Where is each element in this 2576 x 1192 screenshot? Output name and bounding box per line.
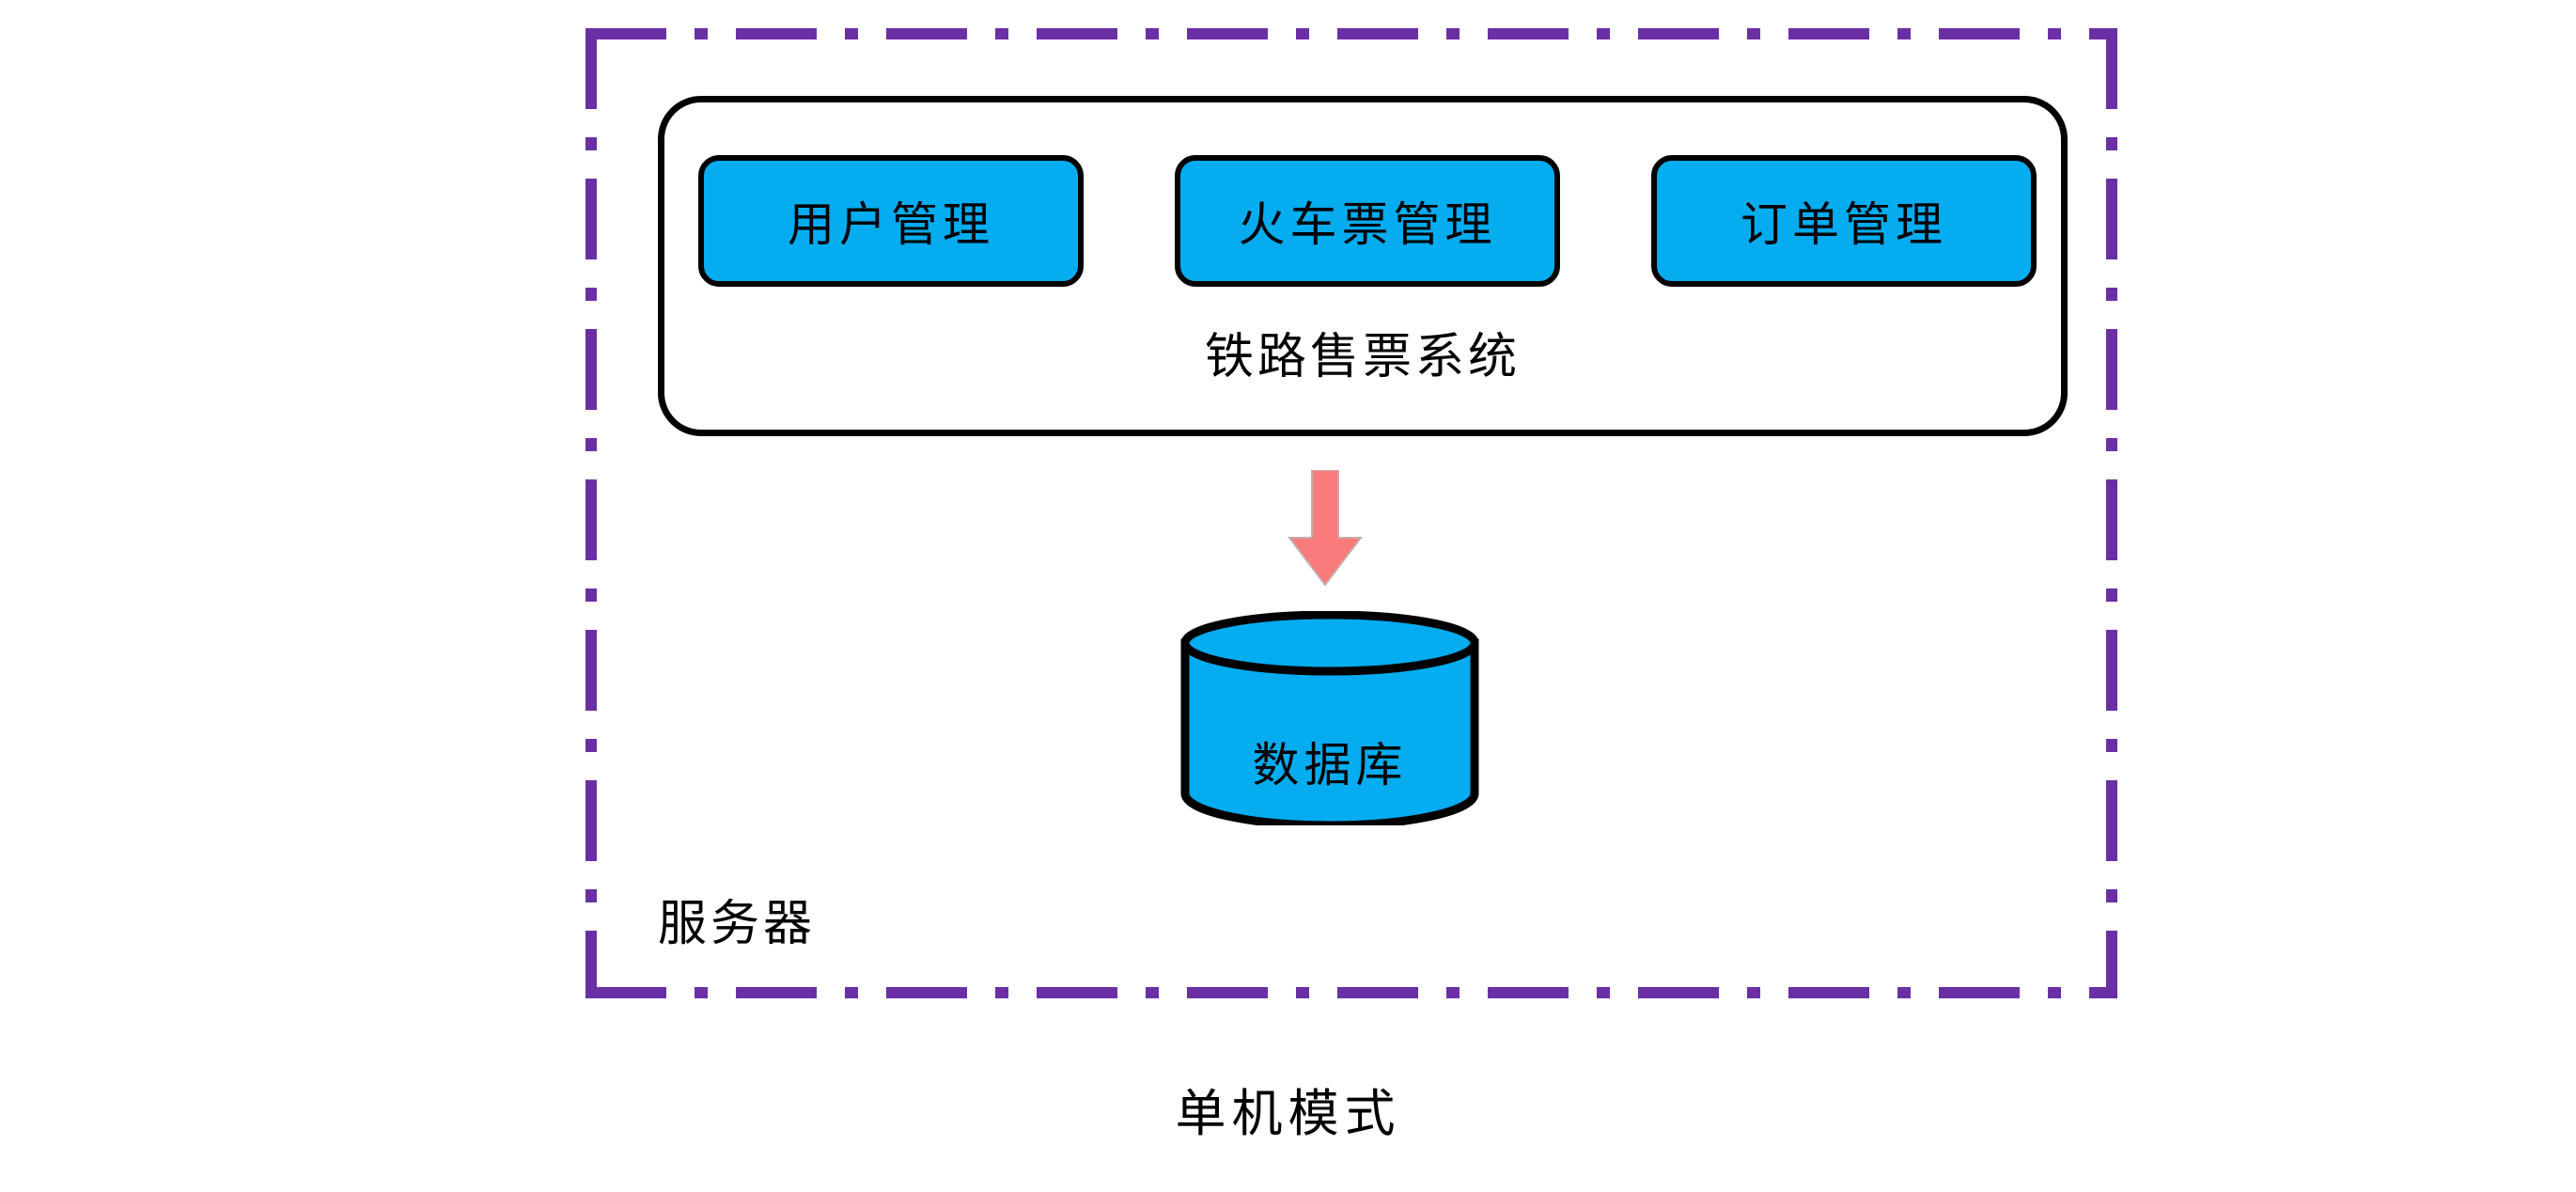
diagram-caption: 单机模式 bbox=[1175, 1086, 1401, 1142]
application-container: 用户管理 火车票管理 订单管理 铁路售票系统 bbox=[658, 96, 2068, 436]
server-label: 服务器 bbox=[658, 898, 817, 951]
module-list: 用户管理 火车票管理 订单管理 bbox=[698, 155, 2037, 287]
module-box-train-ticket-management[interactable]: 火车票管理 bbox=[1175, 155, 1560, 287]
database-cylinder-icon: 数据库 bbox=[1179, 611, 1480, 825]
application-label: 铁路售票系统 bbox=[1204, 331, 1521, 384]
server-boundary-edge-left bbox=[585, 28, 597, 998]
server-boundary bbox=[585, 28, 2117, 998]
server-boundary-edge-top bbox=[585, 28, 2117, 39]
server-boundary-edge-bottom bbox=[585, 987, 2117, 998]
module-box-order-management[interactable]: 订单管理 bbox=[1651, 155, 2037, 287]
arrow-down-icon bbox=[1288, 470, 1363, 587]
module-box-user-management[interactable]: 用户管理 bbox=[698, 155, 1084, 287]
server-boundary-edge-right bbox=[2106, 28, 2117, 998]
